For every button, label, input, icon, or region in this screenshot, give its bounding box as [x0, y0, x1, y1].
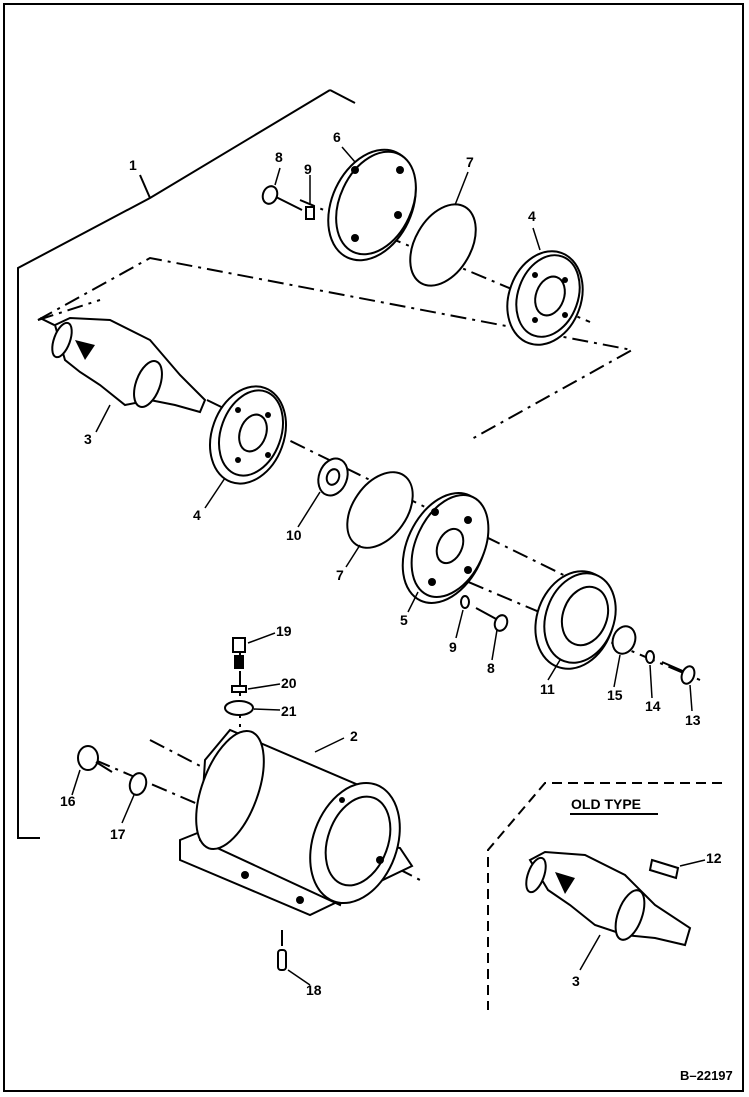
shaft — [51, 316, 207, 414]
key-12 — [648, 858, 680, 880]
callout-19: 19 — [276, 623, 292, 639]
cover-plate — [327, 148, 417, 262]
subassembly-bracket — [37, 256, 635, 441]
bearing-upper — [506, 250, 584, 346]
washer-17 — [128, 772, 148, 796]
assembly-bracket — [17, 89, 356, 839]
flange-plate — [401, 492, 490, 604]
o-ring-lower — [346, 471, 414, 549]
callout-8a: 8 — [275, 149, 283, 165]
lock-washer-9b — [460, 595, 470, 609]
callout-4a: 4 — [528, 208, 536, 224]
callout-15: 15 — [607, 687, 623, 703]
callout-14: 14 — [645, 698, 661, 714]
diagram-frame — [3, 3, 744, 1092]
bolt16-centerline — [94, 759, 201, 806]
callout-4b: 4 — [193, 507, 201, 523]
adapter-20 — [231, 685, 247, 693]
callout-7b: 7 — [336, 567, 344, 583]
callout-8b: 8 — [487, 660, 495, 676]
callout-7a: 7 — [466, 154, 474, 170]
callout-2: 2 — [350, 728, 358, 744]
callout-10: 10 — [286, 527, 302, 543]
callout-21: 21 — [281, 703, 297, 719]
callout-18: 18 — [306, 982, 322, 998]
pin-18 — [277, 949, 287, 971]
bolt-8b — [475, 607, 509, 632]
bolt-8a — [261, 185, 303, 211]
bolt-13 — [661, 661, 696, 685]
bearing-lower — [209, 385, 287, 485]
callout-3a: 3 — [84, 431, 92, 447]
pulley — [534, 570, 617, 670]
washer-10 — [317, 457, 349, 497]
callout-17: 17 — [110, 826, 126, 842]
callout-3b: 3 — [572, 973, 580, 989]
bearing-housing — [179, 728, 414, 917]
callout-1: 1 — [129, 157, 137, 173]
callout-9b: 9 — [449, 639, 457, 655]
callout-20: 20 — [281, 675, 297, 691]
callout-11: 11 — [540, 681, 555, 697]
old-type-bracket — [487, 782, 722, 1010]
figure-reference: B–22197 — [680, 1068, 733, 1083]
bolt-16 — [77, 745, 113, 773]
callout-6: 6 — [333, 129, 341, 145]
shaft-old-type — [525, 850, 692, 947]
lock-washer-9a — [305, 206, 315, 220]
o-ring-upper — [409, 203, 477, 287]
callout-12: 12 — [706, 850, 722, 866]
grease-nipple-19 — [232, 637, 246, 669]
callout-16: 16 — [60, 793, 76, 809]
washer-21 — [224, 700, 254, 716]
old-type-label: OLD TYPE — [571, 796, 641, 812]
lock-washer-14 — [645, 650, 655, 664]
callout-5: 5 — [400, 612, 408, 628]
callout-9a: 9 — [304, 161, 312, 177]
callout-13: 13 — [685, 712, 701, 728]
washer-15 — [611, 625, 637, 655]
leader-lines — [71, 146, 706, 986]
